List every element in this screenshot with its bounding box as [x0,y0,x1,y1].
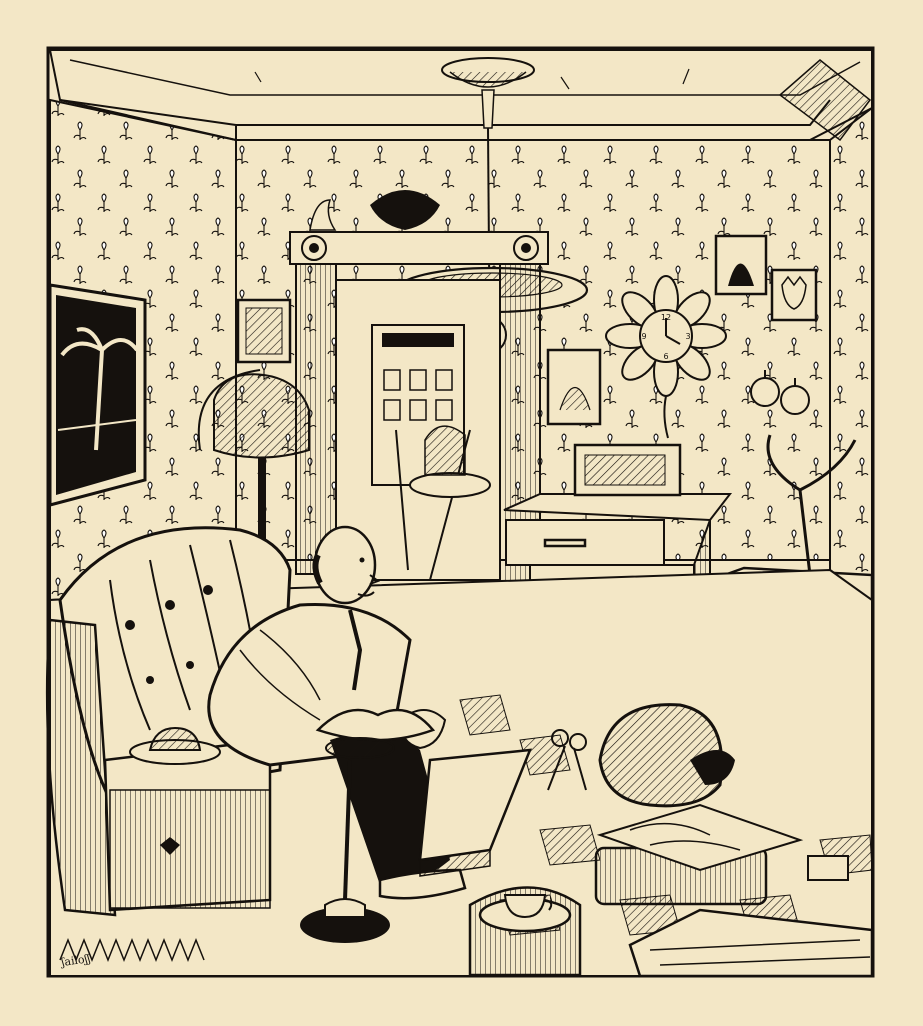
radio-box [573,443,682,497]
clock-numeral-6: 6 [663,352,668,361]
clock-numeral-3: 3 [685,332,690,341]
wall-ornament [309,190,440,231]
coffee-table [468,886,582,977]
floor-lamp [197,369,310,578]
low-table [418,748,532,877]
wall-apples [750,370,810,415]
rug-fringe [59,937,205,963]
scissors [547,729,587,791]
cat-on-floor [598,703,735,808]
clock-numeral-12: 12 [661,313,671,322]
footstool-and-papers [594,803,874,978]
ceiling [48,49,873,142]
ashtray-stand [300,708,436,943]
small-framed-pictures [236,234,818,426]
palm-painting [48,283,147,507]
clock-numeral-9: 9 [641,332,646,341]
artist-signature: ʃailoʃʃ [59,952,93,969]
flower-clock: 12 3 6 9 [605,275,727,439]
